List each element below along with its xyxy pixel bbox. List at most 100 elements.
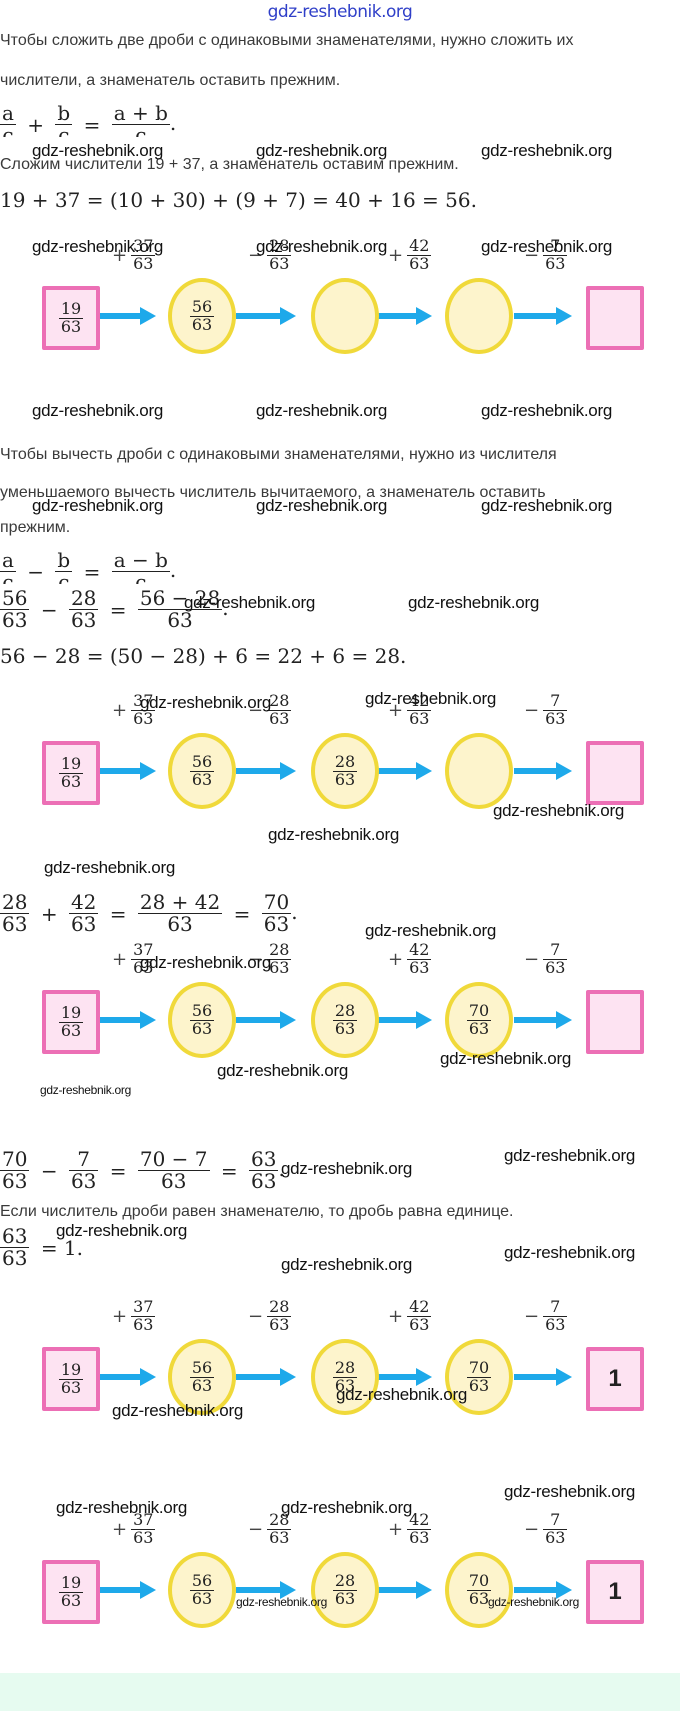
arrow-icon [100,762,156,780]
watermark-text: gdz-reshebnik.org [408,593,539,612]
arrow-icon [100,307,156,325]
numerator: 70 [468,1570,490,1590]
denominator: 63 [131,957,156,977]
watermark-text: gdz-reshebnik.org [481,401,612,420]
denominator: 63 [189,1588,215,1608]
denominator: 63 [0,912,30,936]
numerator: 42 [409,1297,430,1316]
op-sign: − [524,244,540,266]
add-step-text: Сложим числители 19 + 37, а знаменатель … [0,156,459,173]
watermark-text: gdz-reshebnik.org [336,1385,467,1404]
var-b: b [57,550,71,572]
denominator: 63 [58,1590,84,1610]
denominator: 63 [332,1375,358,1395]
arrow-icon [514,1581,572,1599]
var-a: a [2,550,14,572]
denominator: 63 [137,913,223,935]
numerator: 37 [133,1510,154,1529]
op-sign: + [112,1518,128,1540]
minus-sign: − [40,597,58,622]
watermark-text: gdz-reshebnik.org [281,1498,412,1517]
site-watermark-link[interactable]: gdz-reshebnik.org [267,2,413,22]
watermark-text: gdz-reshebnik.org [140,953,271,972]
numerator: 70 [468,1357,490,1377]
op-sign: − [248,244,264,266]
watermark-text: gdz-reshebnik.org [504,1482,635,1501]
denominator: 63 [543,957,568,977]
watermark-text: gdz-reshebnik.org [236,1595,327,1609]
watermark-text: gdz-reshebnik.org [256,141,387,160]
add-calc: 19 + 37 = (10 + 30) + (9 + 7) = 40 + 16 … [0,188,477,212]
sub-rule-line2: уменьшаемого вычесть числитель вычитаемо… [0,484,546,501]
watermark-text: gdz-reshebnik.org [112,1401,243,1420]
equals-one: = 1. [40,1235,84,1260]
op-sign: + [112,1305,128,1327]
numerator: 28 [334,1000,356,1020]
numerator: 42 [409,691,430,710]
diff-numerator: a − b [113,550,168,572]
numerator: 56 [191,751,213,771]
var-c: c [111,124,170,137]
op-sign: + [112,948,128,970]
op-sign: + [388,244,404,266]
denominator: 63 [407,1314,432,1334]
numerator: 70 [263,890,290,914]
arrow-icon [100,1368,156,1386]
numerator: 19 [60,298,82,318]
equals-sign: = [83,112,101,137]
numerator: 7 [550,1297,561,1316]
watermark-text: gdz-reshebnik.org [256,401,387,420]
numerator: 37 [133,236,154,255]
var-c: c [111,571,170,584]
numerator: 37 [133,1297,154,1316]
denominator: 63 [189,1018,215,1038]
final-node [586,741,644,805]
numerator: 28 [269,236,290,255]
denominator: 63 [466,1588,492,1608]
denominator: 63 [543,1527,568,1547]
watermark-text: gdz-reshebnik.org [56,1221,187,1240]
add-rule-line2: числители, а знаменатель оставить прежни… [0,72,341,89]
arrow-icon [377,307,432,325]
intermediate-node [445,278,513,354]
denominator: 63 [0,1246,30,1270]
watermark-text: gdz-reshebnik.org [40,1083,131,1097]
equals-sign: = [83,559,101,584]
denominator: 63 [68,1169,99,1193]
numerator: 28 [334,751,356,771]
watermark-text: gdz-reshebnik.org [184,593,315,612]
final-node [586,286,644,350]
equals-sign: = [109,1158,127,1183]
equals-sign: = [109,597,127,622]
final-node: 1 [586,1560,644,1624]
numerator: 7 [550,940,561,959]
plus-sign: + [40,901,58,926]
denominator: 63 [189,769,215,789]
arrow-icon [514,1011,572,1029]
numerator: 70 [468,1000,490,1020]
watermark-text: gdz-reshebnik.org [32,496,163,515]
watermark-text: gdz-reshebnik.org [32,237,163,256]
denominator: 63 [68,608,99,632]
sub-calc: 56 − 28 = (50 − 28) + 6 = 22 + 6 = 28. [0,644,407,668]
sub-rule-line1: Чтобы вычесть дроби с одинаковыми знамен… [0,446,557,463]
denominator: 63 [332,1588,358,1608]
numerator: 63 [2,1224,28,1248]
